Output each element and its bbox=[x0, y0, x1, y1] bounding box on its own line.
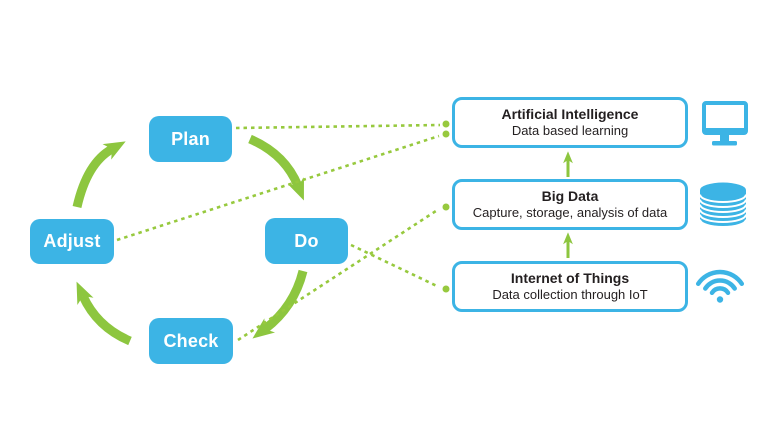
info-box-big-data-subtitle: Capture, storage, analysis of data bbox=[472, 205, 668, 221]
info-box-iot-subtitle: Data collection through IoT bbox=[492, 287, 648, 303]
dotted-link-plan-to-ai bbox=[235, 120, 450, 130]
cycle-arrow-check-to-adjust bbox=[76, 281, 132, 346]
cycle-node-check: Check bbox=[149, 318, 233, 364]
dotted-link-adjust-to-ai bbox=[116, 130, 450, 242]
info-box-artificial-intelligence: Artificial Intelligence Data based learn… bbox=[452, 97, 688, 148]
database-icon bbox=[699, 182, 747, 228]
cycle-node-plan: Plan bbox=[149, 116, 232, 162]
dotted-link-check-to-big-data bbox=[237, 203, 450, 342]
cycle-arrow-do-to-check bbox=[252, 269, 308, 339]
cycle-node-do-label: Do bbox=[294, 230, 319, 251]
info-box-internet-of-things: Internet of Things Data collection throu… bbox=[452, 261, 688, 312]
cycle-arrow-adjust-to-plan bbox=[72, 141, 126, 209]
cycle-arrow-plan-to-do bbox=[248, 134, 304, 201]
info-box-ai-subtitle: Data based learning bbox=[511, 123, 629, 139]
cycle-node-adjust-label: Adjust bbox=[43, 231, 101, 251]
info-box-big-data-title: Big Data bbox=[541, 187, 599, 204]
dotted-link-do-to-iot bbox=[350, 243, 450, 293]
cycle-node-adjust: Adjust bbox=[30, 219, 114, 264]
cycle-node-check-label: Check bbox=[163, 330, 219, 351]
info-box-ai-title: Artificial Intelligence bbox=[501, 105, 639, 122]
wifi-icon bbox=[695, 269, 745, 303]
monitor-icon bbox=[702, 101, 748, 146]
info-box-iot-title: Internet of Things bbox=[510, 269, 630, 286]
info-box-big-data: Big Data Capture, storage, analysis of d… bbox=[452, 179, 688, 230]
cycle-node-do: Do bbox=[265, 218, 348, 264]
cycle-node-plan-label: Plan bbox=[171, 128, 210, 149]
